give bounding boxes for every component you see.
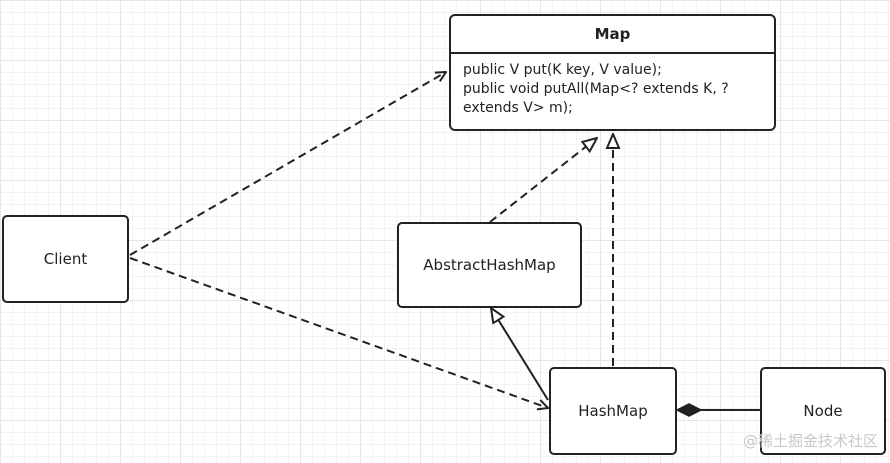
map-class-methods: public V put(K key, V value); public voi… [451,54,774,118]
client-node[interactable]: Client [2,215,129,303]
map-method-putall: public void putAll(Map<? extends K, ? [463,81,729,97]
abstract-hash-map-label: AbstractHashMap [423,256,556,274]
hash-map-label: HashMap [578,402,648,420]
abstracthashmap-implements-map [489,138,597,223]
client-to-hashmap-dependency [129,257,548,408]
node-class-label: Node [803,402,843,420]
map-method-putall-cont: extends V> m); [463,100,573,116]
hashmap-extends-abstracthashmap [491,308,549,401]
abstract-hash-map-node[interactable]: AbstractHashMap [397,222,582,308]
hash-map-node[interactable]: HashMap [549,367,677,455]
map-class-title: Map [451,16,774,54]
client-to-map-dependency [129,72,446,256]
node-class-node[interactable]: Node [760,367,886,455]
map-class[interactable]: Map public V put(K key, V value); public… [449,14,776,131]
map-method-put: public V put(K key, V value); [463,62,662,78]
client-label: Client [43,250,88,268]
composition-diamond [675,403,703,417]
watermark: @稀土掘金技术社区 [742,432,878,450]
